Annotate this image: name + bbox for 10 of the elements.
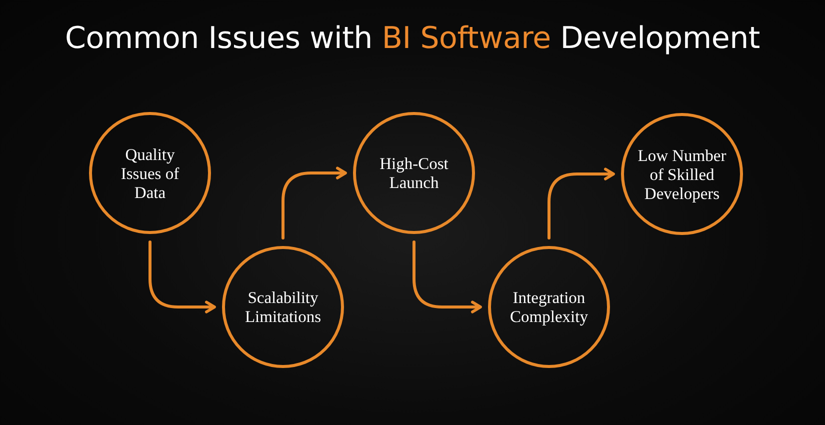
- title: Common Issues with BI Software Development: [65, 20, 760, 58]
- node-text: Quality Issues of Data: [120, 144, 180, 202]
- curved-arrow: [282, 166, 347, 240]
- node-text: Scalability Limitations: [244, 288, 322, 326]
- node-text: Integration Complexity: [509, 288, 589, 326]
- curved-arrow: [548, 168, 615, 240]
- curved-arrow: [412, 240, 482, 314]
- curved-arrow: [148, 240, 216, 314]
- node-text: High-Cost Launch: [378, 154, 450, 192]
- node-text: Low Number of Skilled Developers: [636, 146, 728, 202]
